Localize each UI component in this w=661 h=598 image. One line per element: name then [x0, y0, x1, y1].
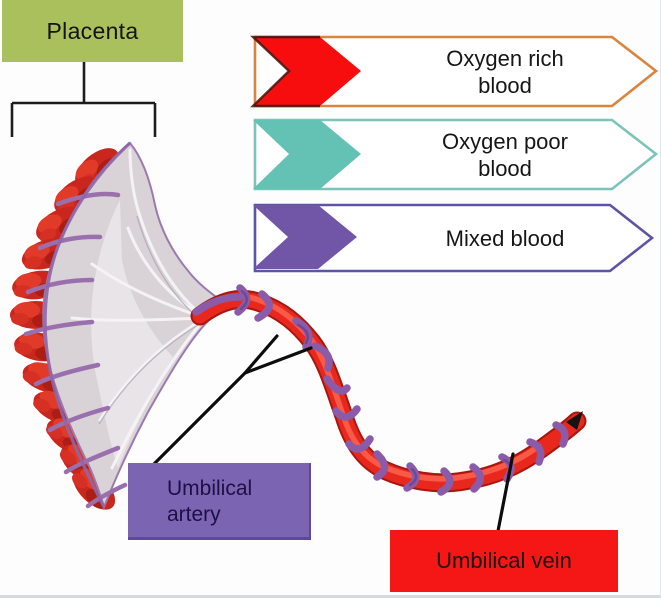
villi-vessel-lines [23, 191, 128, 509]
umbilical-artery-callout: Umbilical artery [128, 463, 311, 540]
cord-artery-wraps [192, 284, 569, 496]
legend-banner-mixed [253, 203, 655, 273]
legend-label-oxygen-poor: Oxygen poor blood [442, 128, 568, 181]
chevron-right-icon [253, 205, 357, 269]
umbilical-cord [190, 284, 587, 496]
chevron-right-icon [253, 37, 361, 106]
artery-pointer-line [150, 334, 313, 468]
legend-label-oxygen-rich: Oxygen rich blood [446, 45, 564, 98]
legend-banner-rich [253, 35, 659, 108]
rich-chevron-edge [249, 35, 320, 108]
placenta-bracket [10, 62, 157, 137]
placenta-rim [43, 141, 132, 508]
legend-label-mixed-blood: Mixed blood [445, 225, 565, 251]
chevron-right-icon [253, 120, 361, 189]
legend [249, 35, 659, 273]
placenta-label: Placenta [2, 0, 183, 62]
umbilical-vein-callout: Umbilical vein [390, 530, 618, 592]
cord-arrowhead-icon [566, 411, 583, 430]
legend-banner-poor [253, 118, 659, 191]
vein-pointer-line [496, 452, 515, 533]
